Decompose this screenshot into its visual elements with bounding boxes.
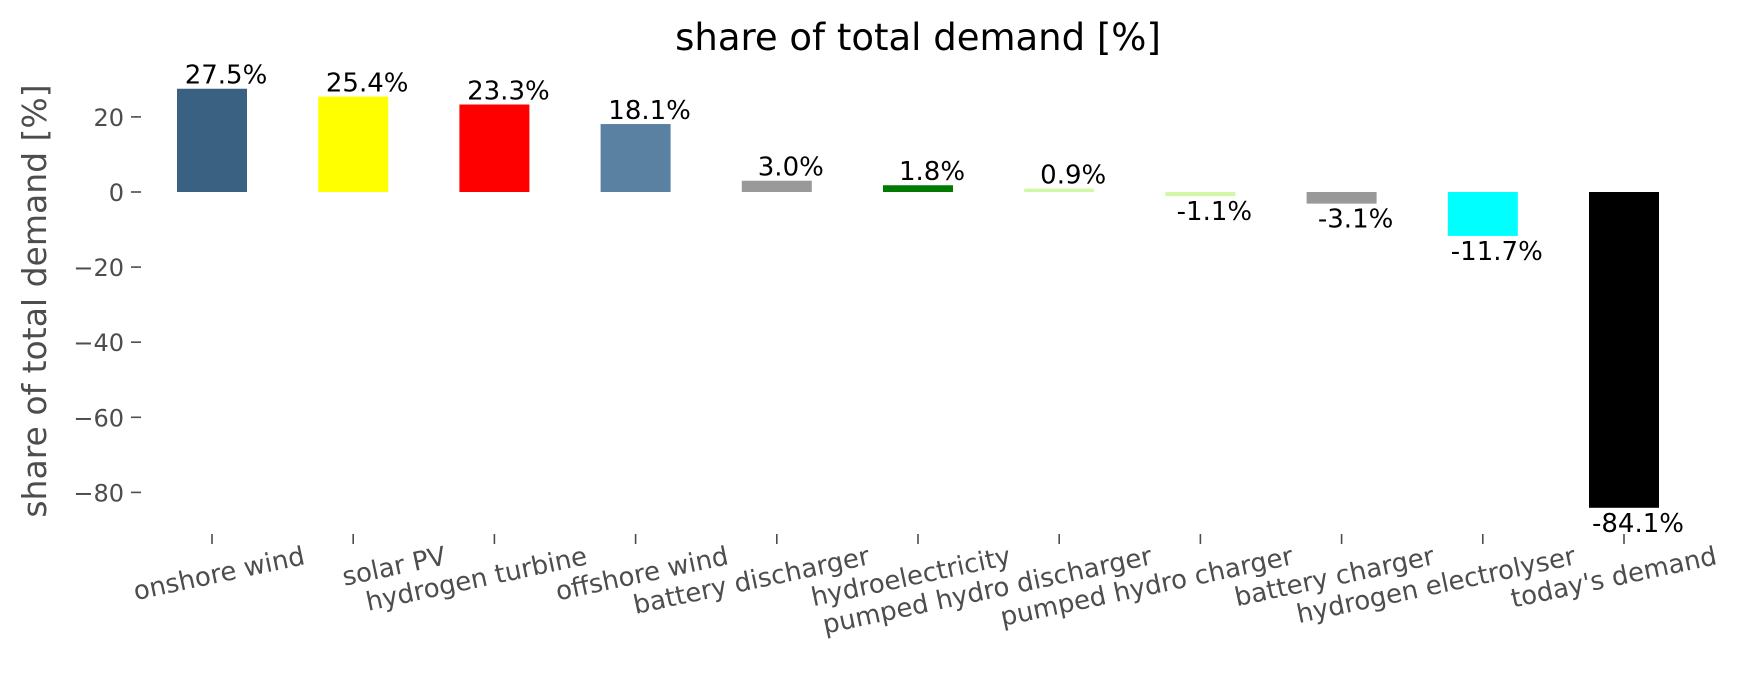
y-tick-label: −80 bbox=[73, 479, 124, 507]
y-axis-ticks: 20 0 −20 −40 −60 −80 bbox=[73, 104, 141, 507]
data-label-hydrogen-turbine: 23.3% bbox=[467, 77, 550, 107]
data-label-hydroelectricity: 1.8% bbox=[899, 157, 965, 187]
y-axis-label: share of total demand [%] bbox=[15, 84, 54, 517]
bar-hydrogen-electrolyser bbox=[1447, 192, 1518, 236]
bar-battery-charger bbox=[1306, 192, 1377, 204]
data-label-battery-charger: -3.1% bbox=[1318, 205, 1393, 235]
y-tick-label: −40 bbox=[73, 329, 124, 357]
data-label-pumped-hydro-discharger: 0.9% bbox=[1040, 161, 1106, 191]
bar-hydrogen-turbine bbox=[459, 104, 530, 192]
bars bbox=[177, 88, 1659, 508]
bar-pumped-hydro-discharger bbox=[1024, 188, 1095, 192]
y-tick-label: 0 bbox=[109, 179, 124, 207]
y-tick-label: −20 bbox=[73, 254, 124, 282]
x-tick-label-onshore-wind: onshore wind bbox=[131, 542, 308, 608]
bar-onshore-wind bbox=[177, 88, 247, 192]
data-label-solar-pv: 25.4% bbox=[326, 69, 409, 99]
y-tick-label: 20 bbox=[93, 104, 124, 132]
data-label-hydrogen-electrolyser: -11.7% bbox=[1451, 237, 1543, 267]
chart-title: share of total demand [%] bbox=[675, 16, 1161, 59]
y-tick-label: −60 bbox=[73, 404, 124, 432]
data-labels: 27.5% 25.4% 23.3% 18.1% 3.0% 1.8% 0.9% -1.1% -3.… bbox=[185, 61, 1684, 539]
data-label-offshore-wind: 18.1% bbox=[608, 96, 691, 126]
bar-today-s-demand bbox=[1589, 192, 1659, 508]
bar-battery-discharger bbox=[741, 180, 812, 192]
bar-offshore-wind bbox=[600, 124, 671, 192]
bar-pumped-hydro-charger bbox=[1165, 192, 1236, 197]
data-label-today-s-demand: -84.1% bbox=[1592, 509, 1684, 539]
data-label-pumped-hydro-charger: -1.1% bbox=[1177, 197, 1252, 227]
bar-solar-pv bbox=[318, 96, 389, 192]
data-label-battery-discharger: 3.0% bbox=[758, 153, 824, 183]
bar-hydroelectricity bbox=[883, 185, 953, 192]
data-label-onshore-wind: 27.5% bbox=[185, 61, 268, 91]
